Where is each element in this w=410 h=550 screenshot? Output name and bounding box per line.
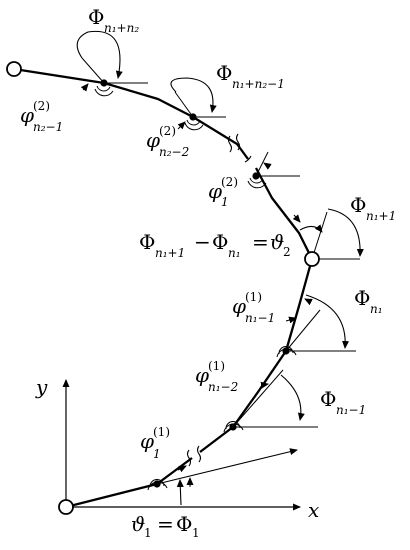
angle-arcs bbox=[76, 30, 364, 506]
svg-text:1: 1 bbox=[192, 526, 200, 540]
end-joint-bottom bbox=[58, 499, 74, 515]
svg-text:−: − bbox=[194, 230, 211, 254]
svg-text:1: 1 bbox=[221, 195, 229, 209]
angle-label-phi-n1-minus-1: Φ n₁−1 bbox=[320, 387, 366, 417]
svg-text:1: 1 bbox=[153, 447, 161, 461]
joint-label-varphi2-n2-minus-1: φ (2) n₂−1 bbox=[20, 99, 63, 134]
arc-theta2 bbox=[299, 224, 323, 233]
svg-text:φ: φ bbox=[20, 103, 34, 127]
joint-1 bbox=[153, 480, 161, 488]
svg-text:φ: φ bbox=[146, 128, 160, 152]
svg-text:n₂−1: n₂−1 bbox=[33, 120, 63, 134]
joint-springs bbox=[94, 85, 297, 491]
arc-phi-n1-minus-1 bbox=[280, 374, 305, 421]
svg-text:2: 2 bbox=[283, 245, 291, 259]
svg-text:Φ: Φ bbox=[88, 5, 104, 29]
svg-text:n₁−2: n₁−2 bbox=[208, 380, 238, 394]
arc-phi-n1 bbox=[305, 294, 350, 349]
svg-text:ϑ: ϑ bbox=[131, 512, 145, 536]
svg-text:n₁: n₁ bbox=[228, 246, 241, 260]
svg-text:n₁+1: n₁+1 bbox=[366, 209, 396, 223]
svg-text:Φ: Φ bbox=[320, 387, 336, 411]
svg-text:φ: φ bbox=[208, 179, 222, 203]
svg-text:(2): (2) bbox=[221, 175, 238, 189]
break-mark-upper bbox=[227, 133, 252, 163]
svg-text:(1): (1) bbox=[245, 290, 262, 304]
arc-phi-n1-plus-1 bbox=[327, 208, 364, 257]
tick-arrows bbox=[80, 83, 313, 487]
joint-n2-minus-2 bbox=[189, 113, 197, 121]
svg-text:n₁+1: n₁+1 bbox=[155, 246, 185, 260]
joints bbox=[6, 61, 320, 515]
y-axis-label: y bbox=[35, 375, 48, 399]
joint-n2-minus-1 bbox=[100, 79, 108, 87]
joint-label-varphi1-1: φ (1) 1 bbox=[140, 425, 170, 461]
svg-text:φ: φ bbox=[232, 294, 246, 318]
svg-text:Φ: Φ bbox=[176, 512, 192, 536]
arc-theta1 bbox=[176, 479, 184, 506]
svg-text:=: = bbox=[157, 512, 174, 536]
joint-label-varphi1-n1-minus-1: φ (1) n₁−1 bbox=[232, 290, 275, 325]
equation-middle: Φ n₁+1 − Φ n₁ = ϑ 2 bbox=[139, 230, 291, 260]
svg-text:φ: φ bbox=[140, 429, 154, 453]
svg-text:n₁−1: n₁−1 bbox=[245, 311, 275, 325]
arc-phi-n1-n2 bbox=[76, 30, 123, 79]
svg-text:n₂−2: n₂−2 bbox=[159, 145, 189, 159]
svg-text:(1): (1) bbox=[153, 425, 170, 439]
svg-text:(2): (2) bbox=[33, 99, 50, 113]
angle-label-phi-n1-n2: Φ n₁+n₂ bbox=[88, 5, 139, 35]
svg-text:=: = bbox=[252, 230, 269, 254]
middle-joint bbox=[304, 251, 320, 267]
joint-2-1 bbox=[252, 172, 260, 180]
svg-text:n₁+n₂−1: n₁+n₂−1 bbox=[232, 77, 285, 91]
svg-text:Φ: Φ bbox=[139, 230, 155, 254]
svg-text:n₁−1: n₁−1 bbox=[336, 403, 366, 417]
svg-text:n₁+n₂: n₁+n₂ bbox=[104, 21, 139, 35]
equation-bottom: ϑ 1 = Φ 1 bbox=[131, 512, 200, 540]
joint-label-varphi2-1: φ (2) 1 bbox=[208, 175, 238, 209]
svg-text:n₁: n₁ bbox=[370, 302, 383, 316]
break-markers bbox=[186, 133, 252, 467]
svg-text:1: 1 bbox=[144, 526, 152, 540]
coordinate-axes bbox=[62, 379, 301, 511]
break-mark-lower bbox=[186, 445, 202, 467]
svg-text:Φ: Φ bbox=[216, 61, 232, 85]
joint-label-varphi1-n1-minus-2: φ (1) n₁−2 bbox=[195, 359, 238, 394]
angle-label-phi-n1: Φ n₁ bbox=[354, 286, 383, 316]
joint-n1-minus-1 bbox=[282, 347, 290, 355]
svg-text:(2): (2) bbox=[159, 124, 176, 138]
svg-text:φ: φ bbox=[195, 363, 209, 387]
angle-label-phi-n1-n2-minus-1: Φ n₁+n₂−1 bbox=[216, 61, 285, 91]
reference-lines bbox=[81, 57, 360, 485]
joint-label-varphi2-n2-minus-2: φ (2) n₂−2 bbox=[146, 124, 189, 159]
end-joint-top bbox=[6, 61, 22, 77]
angle-label-phi-n1-plus-1: Φ n₁+1 bbox=[350, 193, 396, 223]
x-axis-label: x bbox=[308, 498, 319, 522]
svg-text:Φ: Φ bbox=[212, 230, 228, 254]
svg-text:Φ: Φ bbox=[350, 193, 366, 217]
svg-text:Φ: Φ bbox=[354, 286, 370, 310]
arc-phi-n1-n2-minus-1 bbox=[170, 77, 217, 113]
svg-text:(1): (1) bbox=[208, 359, 225, 373]
svg-text:ϑ: ϑ bbox=[270, 230, 284, 254]
joint-n1-minus-2 bbox=[229, 423, 237, 431]
